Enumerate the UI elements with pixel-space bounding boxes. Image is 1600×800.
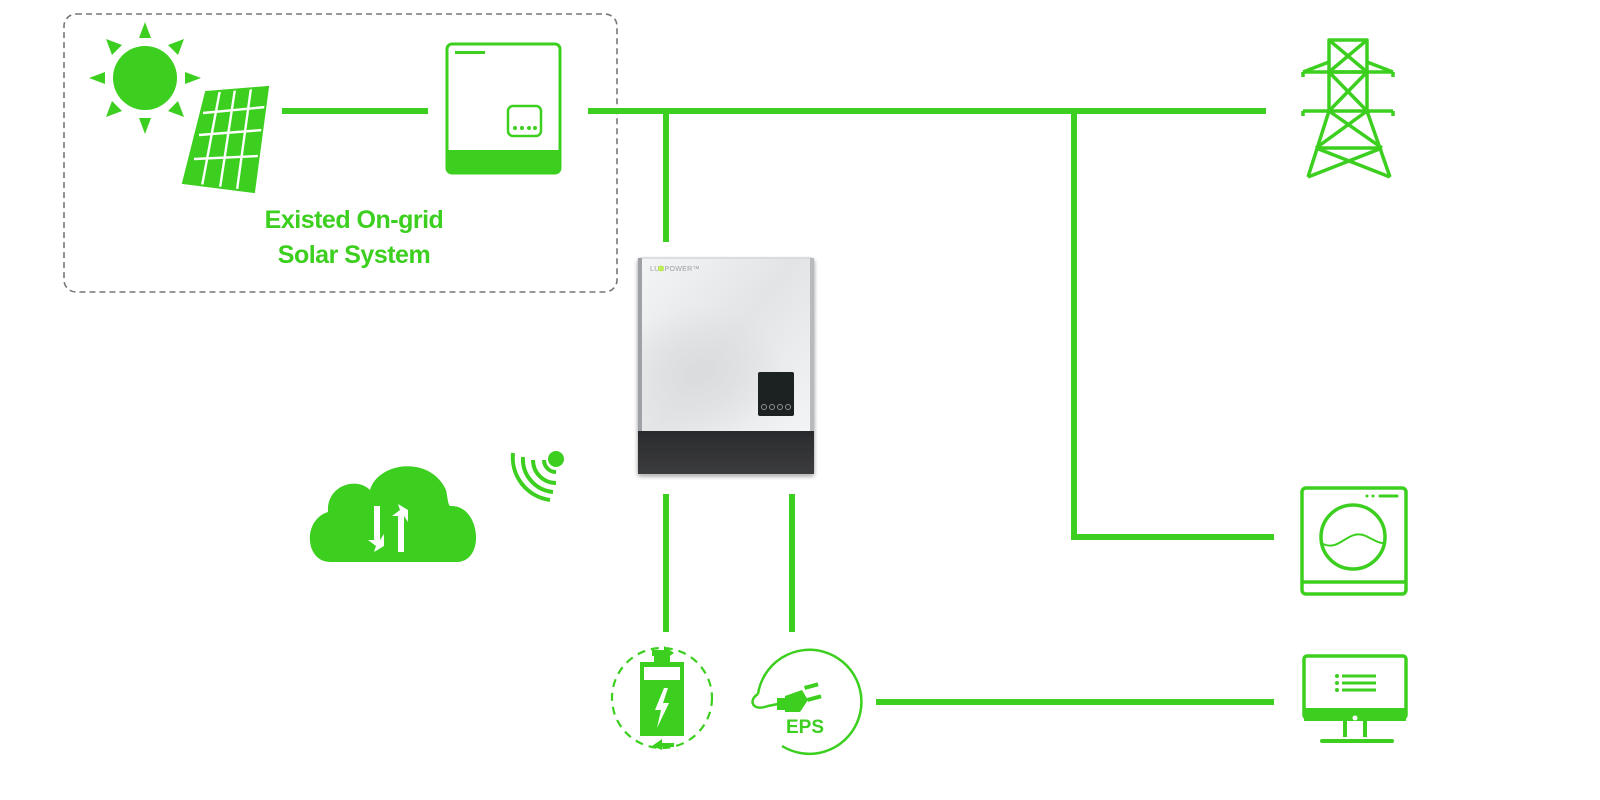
line-bus-to-washer <box>1071 111 1274 540</box>
brand-logo-accent <box>658 265 664 272</box>
connection-lines <box>282 108 1274 705</box>
monitor-icon <box>1302 654 1408 743</box>
ongrid-inverter-icon <box>445 42 562 175</box>
existing-system-label-line2: Solar System <box>278 241 430 269</box>
inverter-brand-logo: LUXPOWER™ <box>650 266 700 273</box>
existing-system-label-line1: Existed On-grid <box>265 206 444 234</box>
eps-plug-icon: EPS <box>751 648 863 756</box>
eps-label: EPS <box>786 717 824 738</box>
existing-system-boundary <box>63 13 618 293</box>
battery-charge-icon <box>610 646 714 750</box>
wifi-signal-icon <box>510 451 564 502</box>
washing-machine-icon <box>1300 486 1408 596</box>
sun-icon <box>89 22 201 134</box>
cloud-sync-icon <box>309 466 477 562</box>
power-tower-icon <box>1301 38 1395 179</box>
solar-panel-icon <box>181 85 270 194</box>
inverter-display-panel <box>758 372 794 416</box>
hybrid-inverter: LUXPOWER™ <box>637 257 815 475</box>
